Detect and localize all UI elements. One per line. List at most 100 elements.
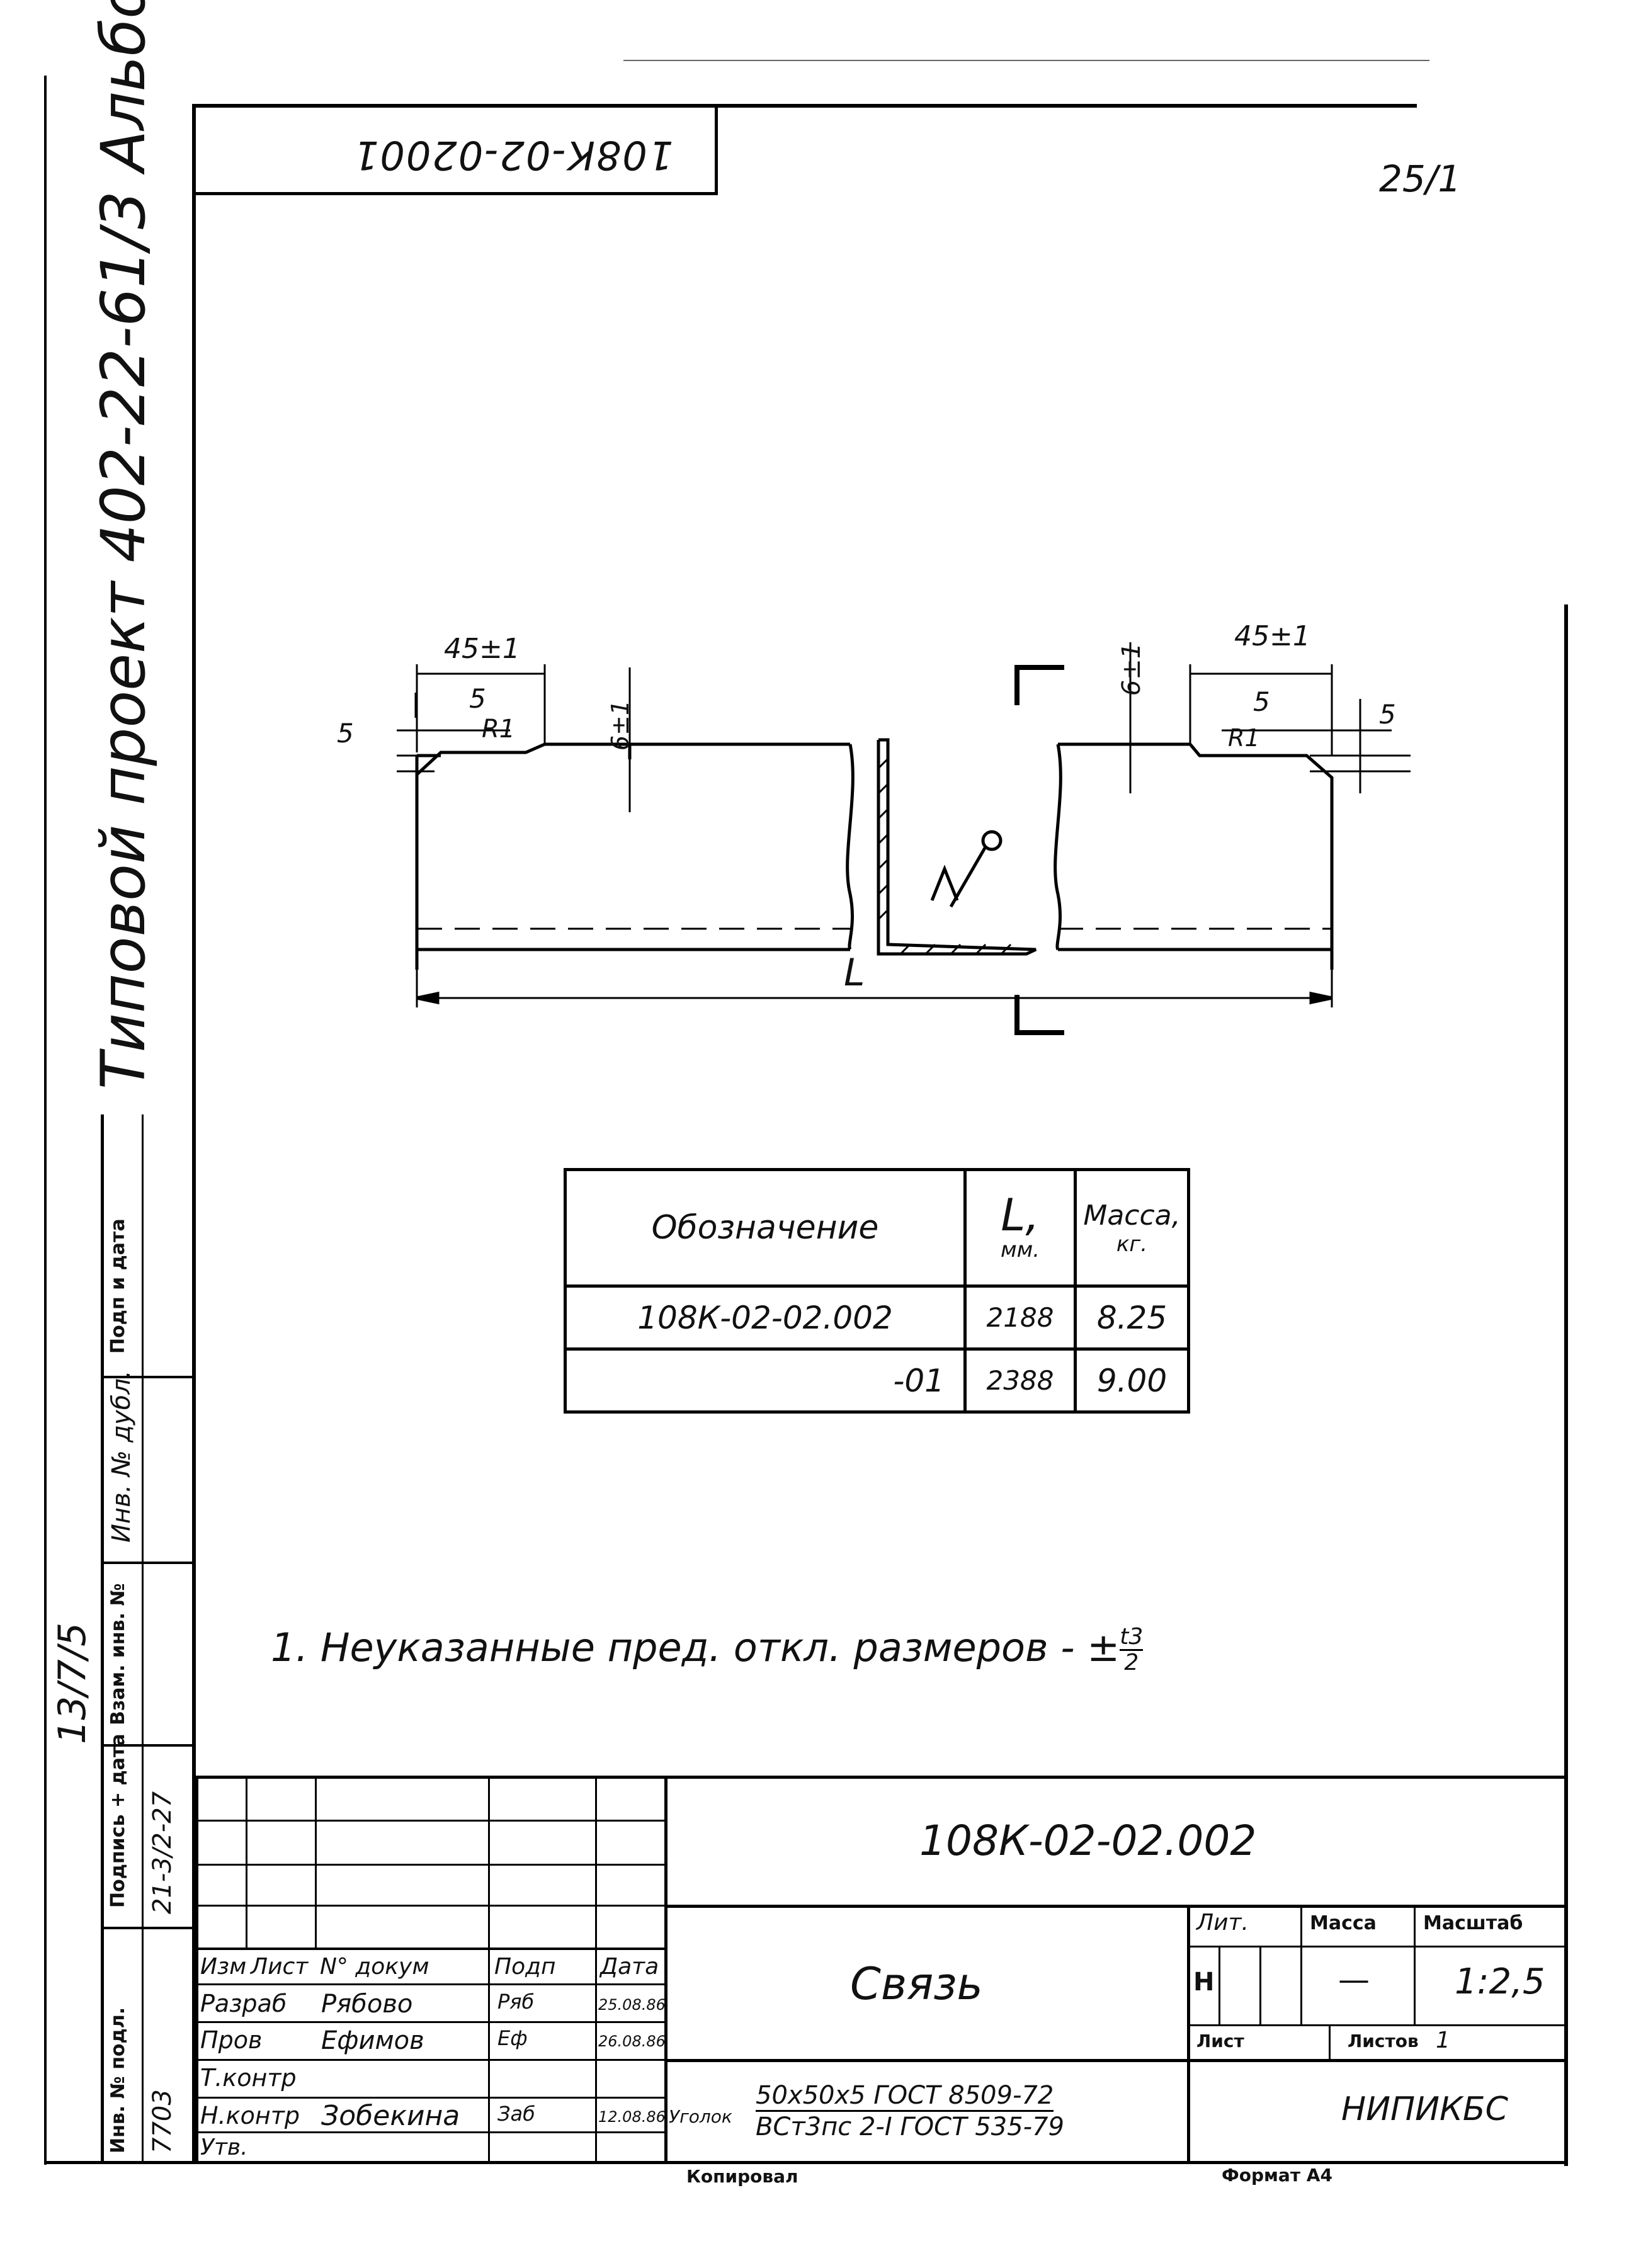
tb-rule (195, 2131, 664, 2133)
spec-row-designation: -01 (564, 1347, 967, 1414)
tb-rule (195, 2059, 664, 2061)
tb-rule (1187, 2024, 1565, 2026)
spec-header-length: L, мм. (963, 1168, 1077, 1288)
tb-rule (488, 1779, 490, 2164)
spec-header-length-main: L, (1001, 1189, 1040, 1241)
tb-sign-razrab: Ряб (497, 1990, 535, 2014)
tb-date-razrab: 25.08.86 (598, 1996, 666, 2014)
tb-rule (1329, 2024, 1331, 2059)
tb-rule (664, 1905, 1565, 1908)
tb-doc-number: 108К-02-02.002 (919, 1817, 1257, 1865)
side-label-signature-date: Подпись + дата (107, 1733, 129, 1908)
tb-sign-nkontr: Заб (497, 2102, 535, 2126)
tb-rule (1300, 1905, 1302, 2024)
tb-role-razrab: Разраб (200, 1990, 287, 2017)
side-label-dup-inv: Инв. № дубл. (107, 1370, 136, 1543)
spec-header-mass-main: Масса, (1083, 1199, 1181, 1232)
tb-header-data: Дата (600, 1954, 659, 1980)
side-label-replace-inv: Взам. инв. № (107, 1583, 129, 1725)
tb-mass-label: Масса (1310, 1912, 1377, 1934)
tb-rule (195, 1948, 664, 1950)
spec-header-length-unit: мм. (1000, 1237, 1040, 1262)
tb-material-top: 50x50x5 ГОСТ 8509-72 (756, 2081, 1054, 2112)
dim-left-vert: 6±1 (606, 700, 635, 751)
side-stamp-divider (142, 1114, 144, 2163)
tb-rule (1187, 1946, 1565, 1948)
tb-scale-label: Масштаб (1423, 1912, 1523, 1934)
vertical-project-title: Типовой проект 402-22-61/3 Альбом II (88, 0, 159, 1089)
tb-role-tkontr: Т.контр (200, 2064, 297, 2092)
tolerance-fraction-den: 2 (1124, 1650, 1139, 1676)
spec-row-length: 2388 (963, 1347, 1077, 1414)
tb-date-prov: 26.08.86 (598, 2033, 666, 2050)
tb-header-list: Лист (251, 1954, 309, 1980)
format-label: Формат А4 (1222, 2165, 1332, 2186)
tb-name-razrab: Рябово (321, 1990, 413, 2019)
tb-rule (195, 1905, 664, 1907)
copied-label: Копировал (686, 2166, 798, 2187)
spec-row-designation: 108К-02-02.002 (564, 1284, 967, 1351)
side-stamp-rule (101, 1376, 195, 1378)
dim-right-45: 45±1 (1234, 620, 1310, 652)
tb-scale-value: 1:2,5 (1455, 1961, 1545, 2002)
spec-row-length: 2188 (963, 1284, 1077, 1351)
table-row: 108К-02-02.002 2188 8.25 (564, 1284, 1190, 1351)
dim-left-5: 5 (469, 683, 486, 714)
tb-org: НИПИКБС (1341, 2090, 1508, 2128)
tb-lit-value: Н (1193, 1968, 1215, 1997)
side-stamp-rule (101, 1562, 195, 1564)
dim-right-5: 5 (1253, 686, 1270, 717)
tb-header-podp: Подп (494, 1954, 556, 1980)
tb-sheet-label: Лист (1196, 2031, 1244, 2051)
spec-header-mass-unit: кг. (1116, 1231, 1148, 1257)
corner-scribble: 13/7/5 (50, 1622, 94, 1744)
spec-table: Обозначение L, мм. Масса, кг. 108К-02-02… (564, 1168, 1190, 1414)
dim-right-vert: 6±1 (1117, 642, 1147, 696)
tb-mass-value: — (1338, 1961, 1370, 1998)
tb-rule (664, 1779, 667, 2164)
side-stamp-column (101, 1114, 195, 2163)
tb-sign-prov: Еф (497, 2026, 528, 2050)
top-thin-line (623, 60, 1429, 61)
tb-rule (1414, 1905, 1416, 2024)
tb-material-bottom: ВСт3пс 2-I ГОСТ 535-79 (756, 2112, 1064, 2141)
spec-row-mass: 8.25 (1074, 1284, 1190, 1351)
tb-role-prov: Пров (200, 2026, 263, 2054)
tb-rule (664, 2059, 1565, 2062)
tb-rule (1218, 1946, 1220, 2024)
dim-length-l: L (844, 951, 865, 995)
frame-right (1564, 604, 1568, 2166)
tb-rule (195, 2097, 664, 2099)
tb-rule (595, 1779, 597, 2164)
tolerance-fraction-num: t3 (1120, 1624, 1144, 1652)
side-stamp-rule (101, 1927, 195, 1929)
tb-rule (195, 1864, 664, 1866)
tb-doc-name: Связь (850, 1958, 983, 2010)
dim-left-45: 45±1 (444, 633, 520, 665)
tb-rule (1259, 1946, 1261, 2024)
tb-rule (195, 1820, 664, 1822)
title-block: Изм Лист N° докум Подп Дата Разраб Рябов… (195, 1776, 1565, 2164)
tb-name-prov: Ефимов (321, 2026, 424, 2055)
spec-header-designation: Обозначение (564, 1168, 967, 1288)
sheet-mark: 25/1 (1379, 157, 1462, 200)
frame-top (195, 104, 1417, 108)
tb-lit-label: Лит. (1196, 1910, 1249, 1936)
dim-left-side-5: 5 (337, 718, 354, 749)
dim-left-r1: R1 (482, 715, 516, 744)
table-row: -01 2388 9.00 (564, 1347, 1190, 1414)
dim-right-side-5: 5 (1379, 699, 1396, 730)
tb-rule (195, 2021, 664, 2023)
side-signature-date: 21-3/2-27 (148, 1791, 177, 1914)
tb-name-nkontr: Зобекина (321, 2100, 460, 2132)
frame-bottom (44, 2161, 1568, 2164)
side-inv-number: 7703 (148, 2089, 177, 2153)
outer-border-left (44, 76, 47, 2165)
tolerance-note-text: 1. Неуказанные пред. откл. размеров - ± (271, 1624, 1120, 1670)
spec-header-mass: Масса, кг. (1074, 1168, 1190, 1288)
dim-right-r1: R1 (1228, 724, 1260, 752)
spec-row-mass: 9.00 (1074, 1347, 1190, 1414)
tb-role-nkontr: Н.контр (200, 2102, 300, 2129)
tb-role-utv: Утв. (200, 2135, 248, 2160)
